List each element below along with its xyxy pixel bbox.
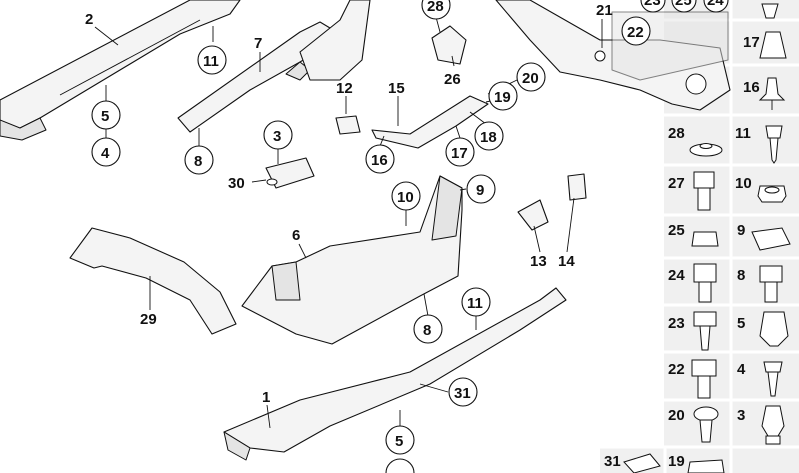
cap-nut-shape bbox=[759, 31, 787, 59]
expanding-rivet-shape bbox=[761, 405, 785, 437]
label-18: 18 bbox=[480, 129, 497, 146]
clip-shape bbox=[758, 77, 786, 101]
label-13: 13 bbox=[530, 253, 547, 270]
label-7: 7 bbox=[254, 35, 262, 52]
hardware-label-3: 3 bbox=[737, 407, 745, 424]
label-17: 17 bbox=[451, 145, 468, 162]
hardware-label-17: 17 bbox=[743, 34, 760, 51]
hardware-label-25: 25 bbox=[668, 222, 685, 239]
screw-head-shape bbox=[693, 406, 719, 422]
callout-labels: 2 11 5 4 7 8 3 30 12 15 16 17 18 19 20 2… bbox=[85, 0, 724, 450]
hardware-labels: 17 16 28 11 27 10 25 9 24 8 23 5 22 4 20… bbox=[604, 34, 760, 470]
hardware-label-9: 9 bbox=[737, 222, 745, 239]
rocker-panel-lower-shape bbox=[223, 287, 567, 453]
hardware-label-19: 19 bbox=[668, 453, 685, 470]
label-23: 23 bbox=[644, 0, 661, 9]
label-22: 22 bbox=[627, 24, 644, 41]
label-31: 31 bbox=[454, 385, 471, 402]
reinforcement-strip-shape bbox=[371, 95, 489, 149]
pillar-bracket-shape bbox=[299, 0, 371, 81]
hardware-label-8: 8 bbox=[737, 267, 745, 284]
label-3: 3 bbox=[273, 128, 281, 145]
label-28: 28 bbox=[427, 0, 444, 15]
label-29: 29 bbox=[140, 311, 157, 328]
label-6: 6 bbox=[292, 227, 300, 244]
label-11b: 11 bbox=[467, 295, 483, 312]
label-11: 11 bbox=[203, 53, 219, 70]
rubber-block-shape bbox=[335, 115, 361, 135]
label-16: 16 bbox=[371, 152, 388, 169]
clip-14-shape bbox=[567, 173, 587, 201]
label-20: 20 bbox=[522, 70, 539, 87]
clip-13-shape bbox=[517, 199, 549, 231]
label-14: 14 bbox=[558, 253, 575, 270]
label-4: 4 bbox=[101, 145, 110, 162]
label-25: 25 bbox=[675, 0, 692, 9]
label-21: 21 bbox=[596, 2, 613, 19]
label-8: 8 bbox=[194, 153, 202, 170]
hardware-label-31: 31 bbox=[604, 453, 621, 470]
hardware-label-4: 4 bbox=[737, 361, 746, 378]
label-5: 5 bbox=[101, 108, 109, 125]
pad-shape bbox=[623, 453, 661, 473]
hardware-label-28: 28 bbox=[668, 125, 685, 142]
clip-nut-shape bbox=[751, 227, 791, 251]
hardware-label-16: 16 bbox=[743, 79, 760, 96]
label-2: 2 bbox=[85, 11, 93, 28]
label-8b: 8 bbox=[423, 322, 431, 339]
mount-bracket-shape bbox=[431, 25, 467, 65]
label-24: 24 bbox=[707, 0, 724, 9]
hardware-label-11: 11 bbox=[735, 125, 751, 142]
screw-head-shape bbox=[765, 125, 783, 139]
hardware-label-10: 10 bbox=[735, 175, 752, 192]
label-19: 19 bbox=[494, 89, 511, 106]
label-9: 9 bbox=[476, 182, 484, 199]
label-26: 26 bbox=[444, 71, 461, 88]
bolt-head-shape bbox=[691, 359, 717, 377]
hardware-label-22: 22 bbox=[668, 361, 685, 378]
label-1: 1 bbox=[262, 389, 270, 406]
main-parts bbox=[0, 0, 731, 461]
support-bracket-shape bbox=[69, 227, 237, 335]
label-10: 10 bbox=[397, 189, 414, 206]
label-30: 30 bbox=[228, 175, 245, 192]
hardware-items bbox=[623, 3, 791, 473]
callout-circles bbox=[91, 0, 729, 473]
clip-shape bbox=[687, 459, 725, 473]
expanding-nut-shape bbox=[759, 311, 789, 347]
bolt-head-shape bbox=[693, 263, 717, 283]
hardware-label-24: 24 bbox=[668, 267, 685, 284]
label-12: 12 bbox=[336, 80, 353, 97]
nut-shape bbox=[691, 231, 719, 247]
screw-head-shape bbox=[693, 311, 717, 327]
hardware-label-23: 23 bbox=[668, 315, 685, 332]
push-clip-shape bbox=[761, 3, 779, 19]
hardware-label-20: 20 bbox=[668, 407, 685, 424]
screw-head-shape bbox=[763, 361, 783, 373]
label-5b: 5 bbox=[395, 433, 403, 450]
bolt-head-shape bbox=[759, 265, 783, 283]
hardware-label-27: 27 bbox=[668, 175, 685, 192]
bolt-head-shape bbox=[693, 171, 715, 189]
hardware-label-5: 5 bbox=[737, 315, 745, 332]
label-15: 15 bbox=[388, 80, 405, 97]
